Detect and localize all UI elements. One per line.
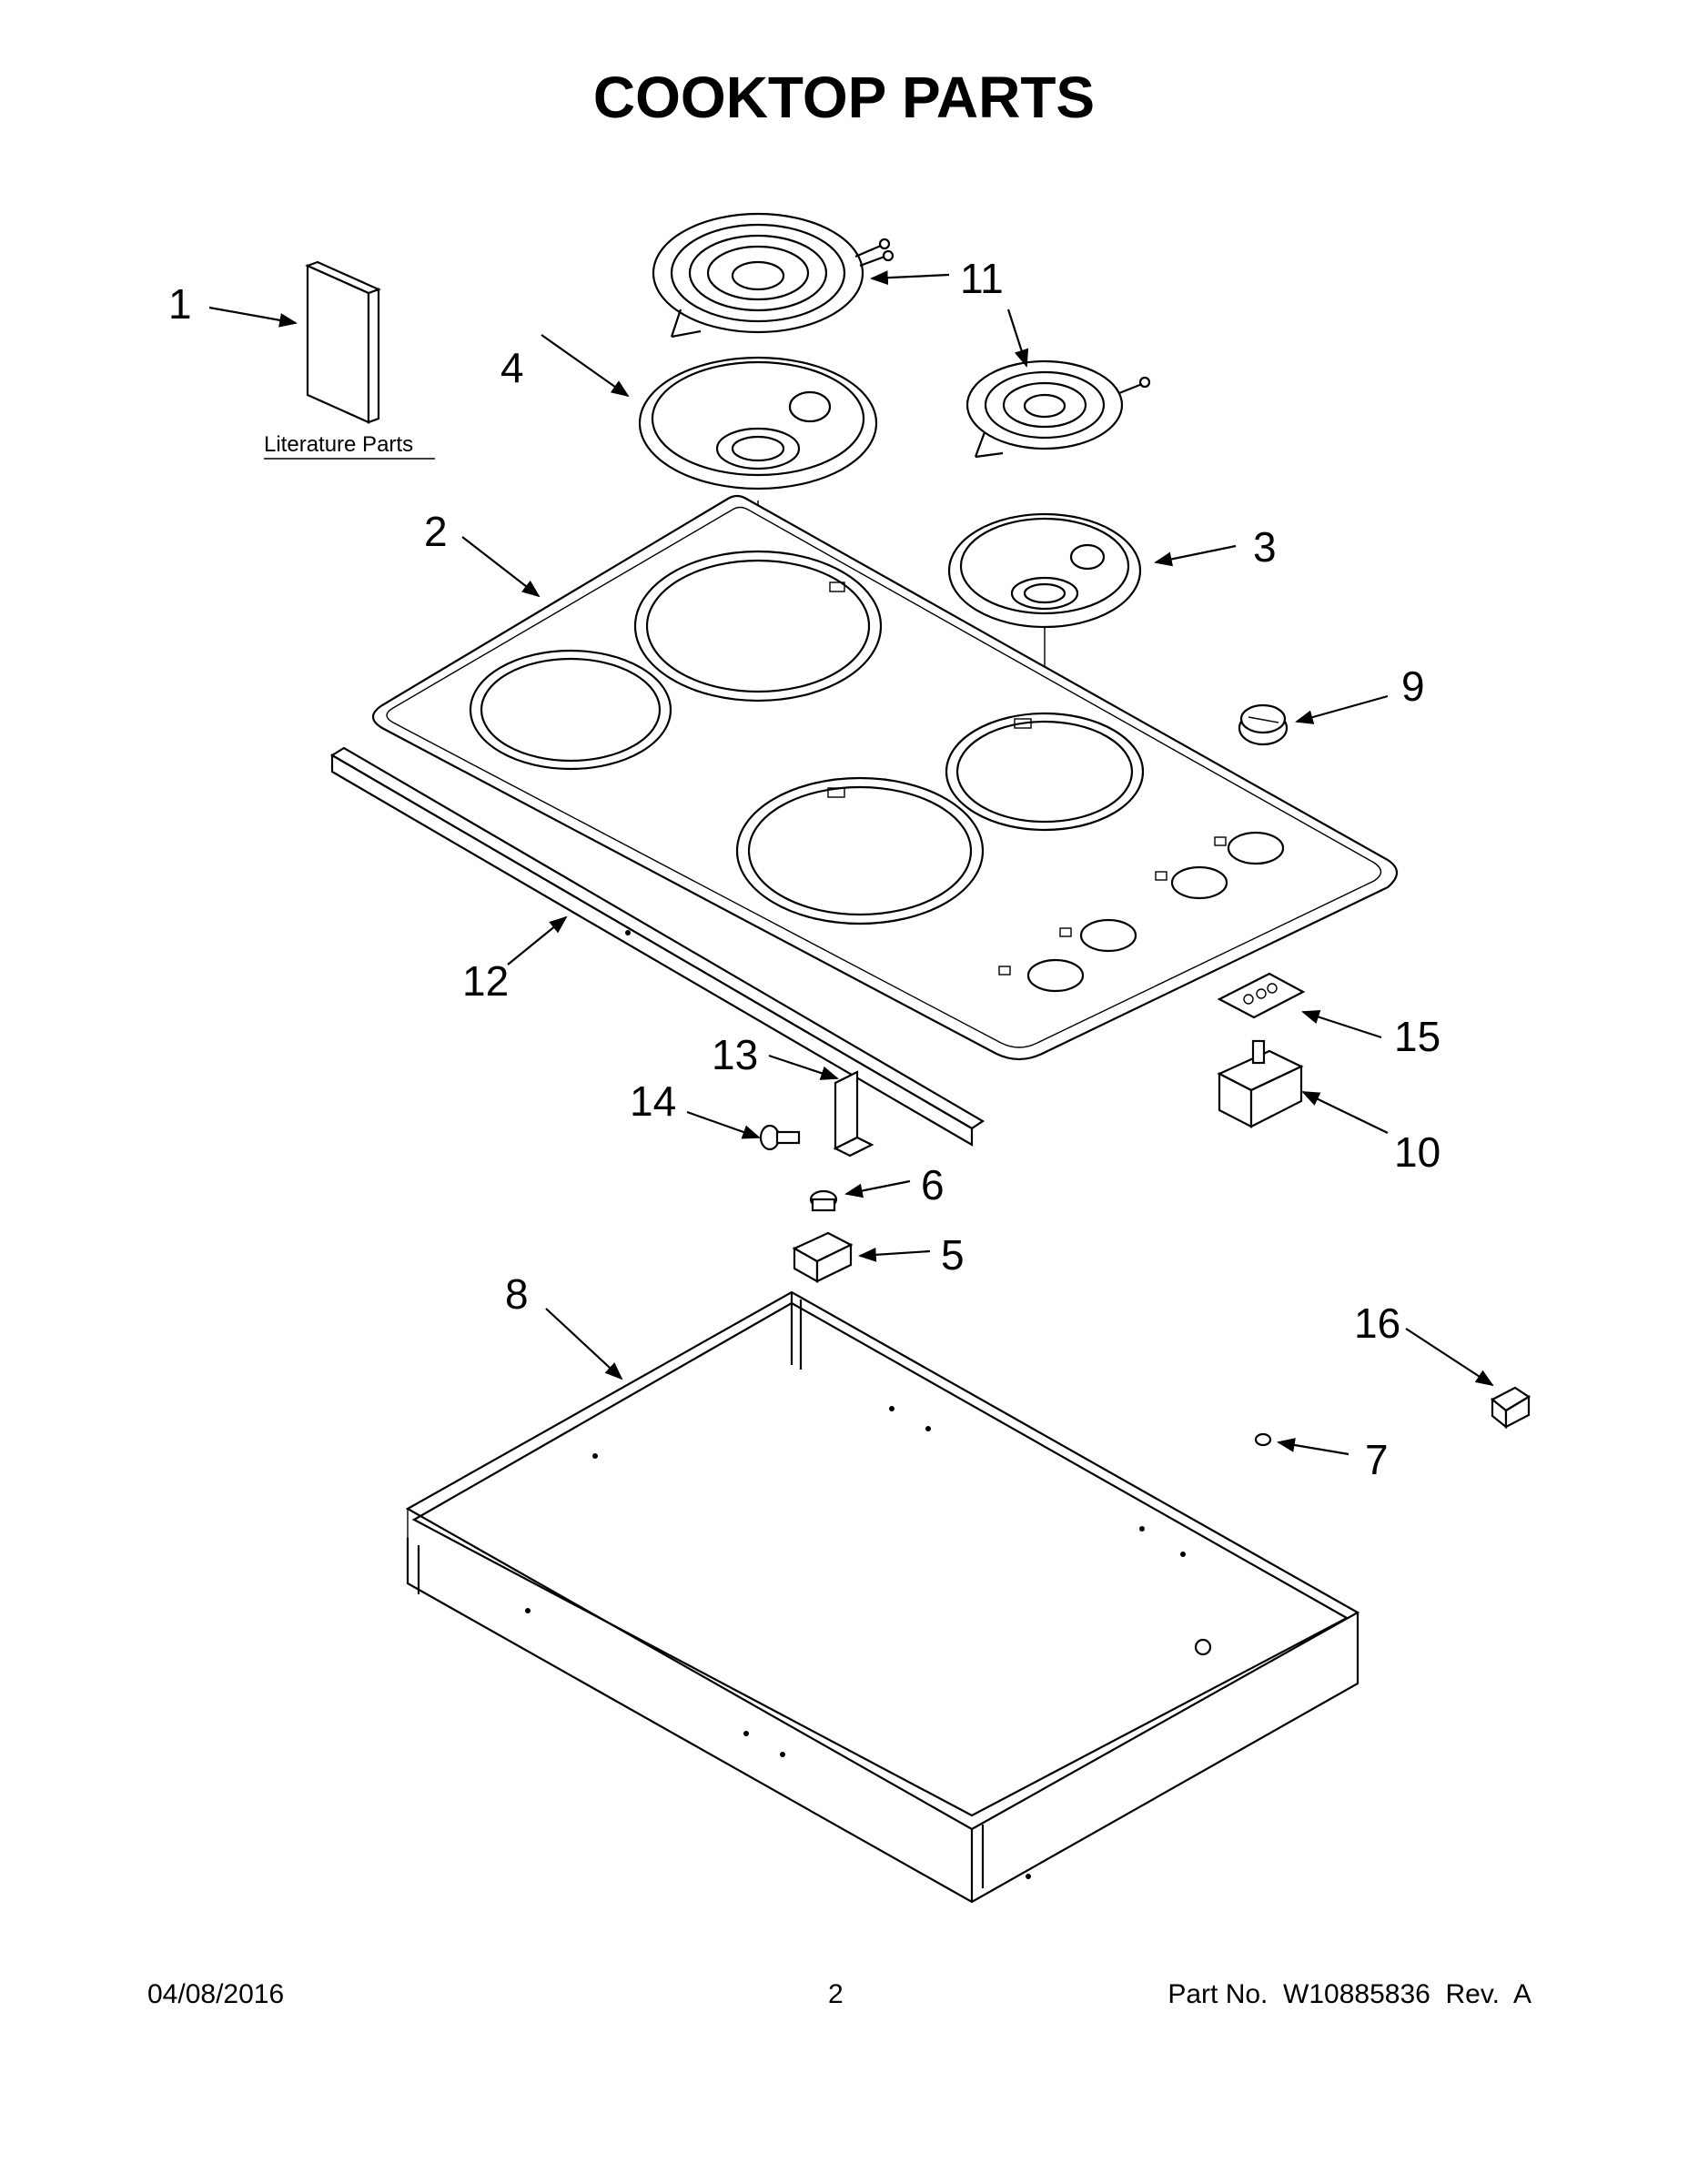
literature-parts-label: Literature Parts	[264, 432, 413, 457]
callout-11: 11	[960, 255, 1004, 302]
callout-12: 12	[462, 957, 509, 1005]
grommet	[1254, 1432, 1272, 1447]
callout-7: 7	[1365, 1436, 1389, 1483]
control-knob	[1238, 703, 1289, 746]
callout-arrows	[208, 270, 1494, 1456]
callout-5: 5	[941, 1231, 965, 1279]
screw	[759, 1124, 801, 1151]
literature-parts: Literature Parts	[264, 260, 435, 460]
footer-date: 04/08/2016	[147, 1979, 285, 2009]
large-drip-bowl	[638, 356, 878, 490]
callout-13: 13	[712, 1031, 758, 1078]
callout-3: 3	[1253, 523, 1277, 571]
callout-4: 4	[500, 344, 524, 391]
callout-15: 15	[1394, 1013, 1440, 1060]
callout-10: 10	[1394, 1128, 1440, 1176]
callout-14: 14	[630, 1077, 676, 1125]
infinite-switch	[1217, 1039, 1304, 1128]
indicator-lens	[809, 1189, 838, 1212]
cooktop-panel	[371, 494, 1399, 1061]
callout-9: 9	[1401, 662, 1425, 710]
footer-part-number: Part No. W10885836 Rev. A	[1167, 1979, 1531, 2009]
page-title: COOKTOP PARTS	[592, 65, 1096, 130]
callout-6: 6	[921, 1161, 945, 1208]
small-drip-bowl	[947, 512, 1142, 629]
callout-8: 8	[505, 1270, 529, 1318]
trim-strip	[329, 746, 986, 1147]
mounting-bracket	[833, 1070, 874, 1158]
small-surface-element	[965, 359, 1151, 459]
footer-page-number: 2	[828, 1979, 844, 2009]
indicator-light	[792, 1231, 854, 1283]
callout-2: 2	[424, 508, 448, 555]
burner-box	[405, 1290, 1360, 1904]
terminal-block	[1490, 1386, 1531, 1430]
callout-16: 16	[1354, 1299, 1400, 1347]
large-surface-element	[652, 212, 895, 339]
label-plate	[1217, 972, 1306, 1019]
callout-1: 1	[168, 280, 192, 328]
